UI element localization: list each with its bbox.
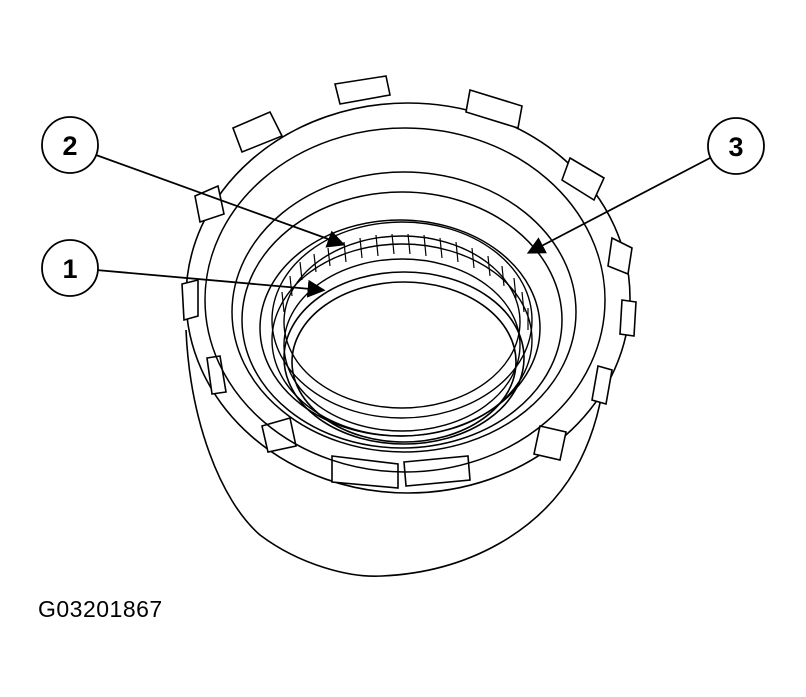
center-bore xyxy=(283,271,525,445)
callout-3: 3 xyxy=(526,117,765,254)
bearing-needles xyxy=(281,233,529,330)
figure-id: G03201867 xyxy=(38,596,163,622)
callout-1-label: 1 xyxy=(62,254,77,284)
callout-1: 1 xyxy=(41,239,326,298)
drum-splines xyxy=(181,75,637,489)
drum-inner-rings xyxy=(204,127,606,473)
callout-2: 2 xyxy=(41,116,346,248)
callout-2-label: 2 xyxy=(62,131,77,161)
needle-bearing xyxy=(271,221,533,437)
callout-3-label: 3 xyxy=(728,132,743,162)
